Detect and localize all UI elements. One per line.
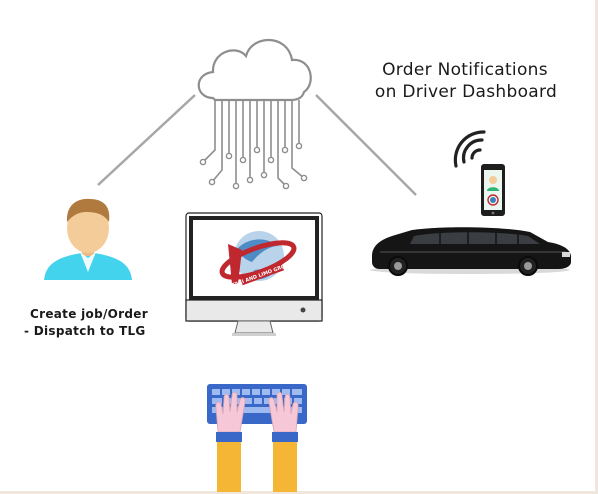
person-icon	[44, 198, 132, 280]
connector-right	[315, 94, 417, 196]
connector-left	[97, 94, 196, 186]
keyboard-icon	[207, 384, 307, 492]
wifi-signal-icon	[453, 130, 486, 168]
cloud-icon	[197, 38, 312, 190]
customer-caption-line1: Create job/Order	[30, 307, 148, 321]
monitor-icon: TAXI AND LIMO GROUP	[185, 212, 323, 336]
notification-title-line2: on Driver Dashboard	[374, 82, 558, 102]
notification-title-line1: Order Notifications	[382, 60, 548, 80]
customer-caption-line2: - Dispatch to TLG	[24, 324, 146, 338]
limousine-icon	[370, 227, 571, 276]
smartphone-icon	[481, 164, 505, 216]
